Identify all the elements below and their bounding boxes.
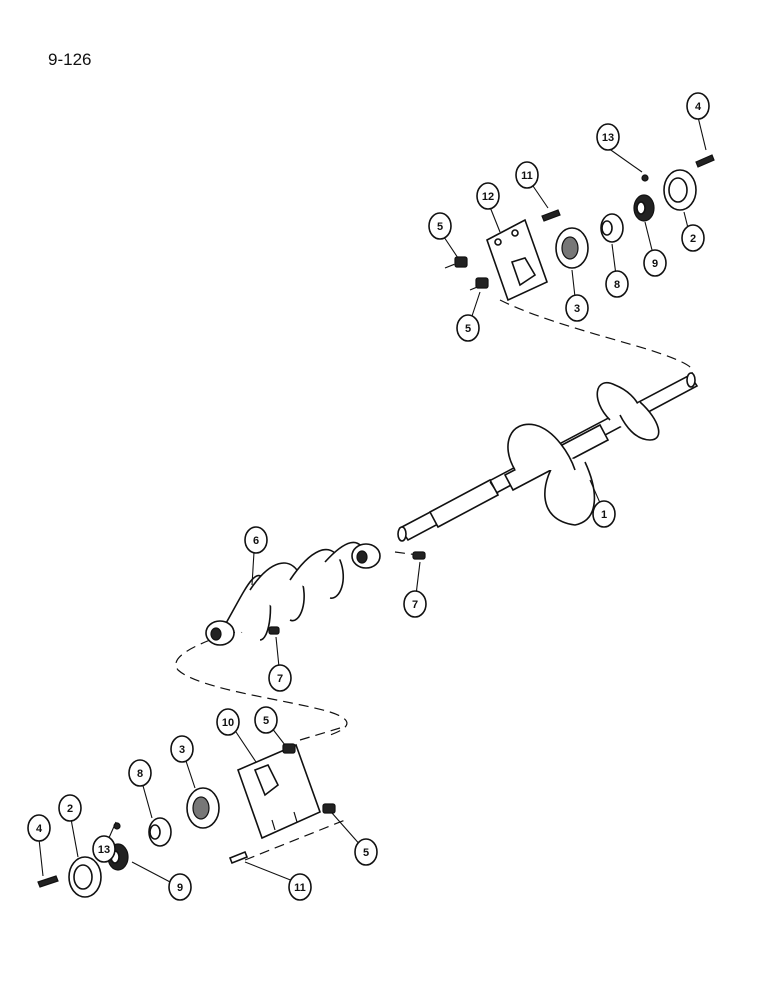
bearing-plate-lower	[236, 743, 322, 840]
callout-2: 2	[681, 224, 705, 252]
callout-3: 3	[170, 735, 194, 763]
callout-5: 5	[254, 706, 278, 734]
callout-number: 10	[222, 717, 234, 729]
callout-10: 10	[216, 708, 240, 736]
callout-1: 1	[592, 500, 616, 528]
callout-11: 11	[515, 161, 539, 189]
callout-6: 6	[244, 526, 268, 554]
callout-8: 8	[605, 270, 629, 298]
callout-number: 4	[36, 823, 43, 835]
callout-12: 12	[476, 182, 500, 210]
callout-3: 3	[565, 294, 589, 322]
assembly-path-top-bolt	[444, 261, 461, 269]
callout-number: 1	[601, 509, 607, 521]
set-screw-lower	[268, 626, 280, 635]
callout-number: 8	[137, 768, 143, 780]
callout-13: 13	[92, 835, 116, 863]
callout-number: 5	[465, 323, 471, 335]
bolt-lower-left	[37, 875, 59, 888]
page-number: 9-126	[48, 50, 92, 69]
callout-9: 9	[643, 249, 667, 277]
callout-number: 5	[437, 221, 443, 233]
bolt-lower-plate	[228, 850, 249, 865]
assembly-path-upper	[499, 299, 694, 376]
assembly-path-lower-line	[299, 727, 341, 741]
callout-number: 7	[277, 673, 283, 685]
nut-lower-a	[282, 743, 296, 754]
callout-9: 9	[168, 873, 192, 901]
callout-number: 11	[521, 170, 533, 182]
callout-number: 6	[253, 535, 259, 547]
callout-number: 4	[695, 101, 702, 113]
upper-bearing-assembly	[454, 154, 715, 302]
nut-upper-b	[475, 277, 489, 289]
nut-upper-a	[454, 256, 468, 268]
bolt-upper-right	[695, 154, 715, 168]
callout-number: 7	[412, 599, 418, 611]
callout-7: 7	[403, 590, 427, 618]
callout-number: 5	[363, 847, 369, 859]
callout-2: 2	[58, 794, 82, 822]
callout-number: 13	[602, 132, 614, 144]
callout-5: 5	[428, 212, 452, 240]
auger-flighting	[205, 541, 381, 646]
callout-number: 9	[652, 258, 658, 270]
callout-4: 4	[27, 814, 51, 842]
callout-labels: 4 13 11 12 5 2 9 8 3 5 1 6 7 7 5 10 3 8 13 2 4 5 9 11	[27, 92, 710, 901]
callout-number: 11	[294, 882, 306, 894]
callout-8: 8	[128, 759, 152, 787]
callout-number: 13	[98, 844, 110, 856]
callout-13: 13	[596, 123, 620, 151]
callout-number: 3	[179, 744, 185, 756]
callout-number: 2	[690, 233, 696, 245]
callout-11: 11	[288, 873, 312, 901]
assembly-path-middle	[175, 639, 348, 736]
callout-5: 5	[456, 314, 480, 342]
nut-lower-b	[322, 803, 336, 814]
callout-number: 12	[482, 191, 494, 203]
callout-7: 7	[268, 664, 292, 692]
grease-fitting-upper	[641, 174, 649, 182]
callout-number: 9	[177, 882, 183, 894]
callout-number: 2	[67, 803, 73, 815]
bolt-upper-plate	[541, 209, 561, 222]
assembly-path-bolt-line	[244, 819, 346, 861]
callout-number: 8	[614, 279, 620, 291]
lower-bearing-assembly	[37, 743, 336, 898]
callout-5: 5	[354, 838, 378, 866]
callout-number: 5	[263, 715, 269, 727]
auger-shaft	[397, 372, 699, 542]
callout-number: 3	[574, 303, 580, 315]
callout-4: 4	[686, 92, 710, 120]
set-screw-upper	[412, 551, 426, 560]
